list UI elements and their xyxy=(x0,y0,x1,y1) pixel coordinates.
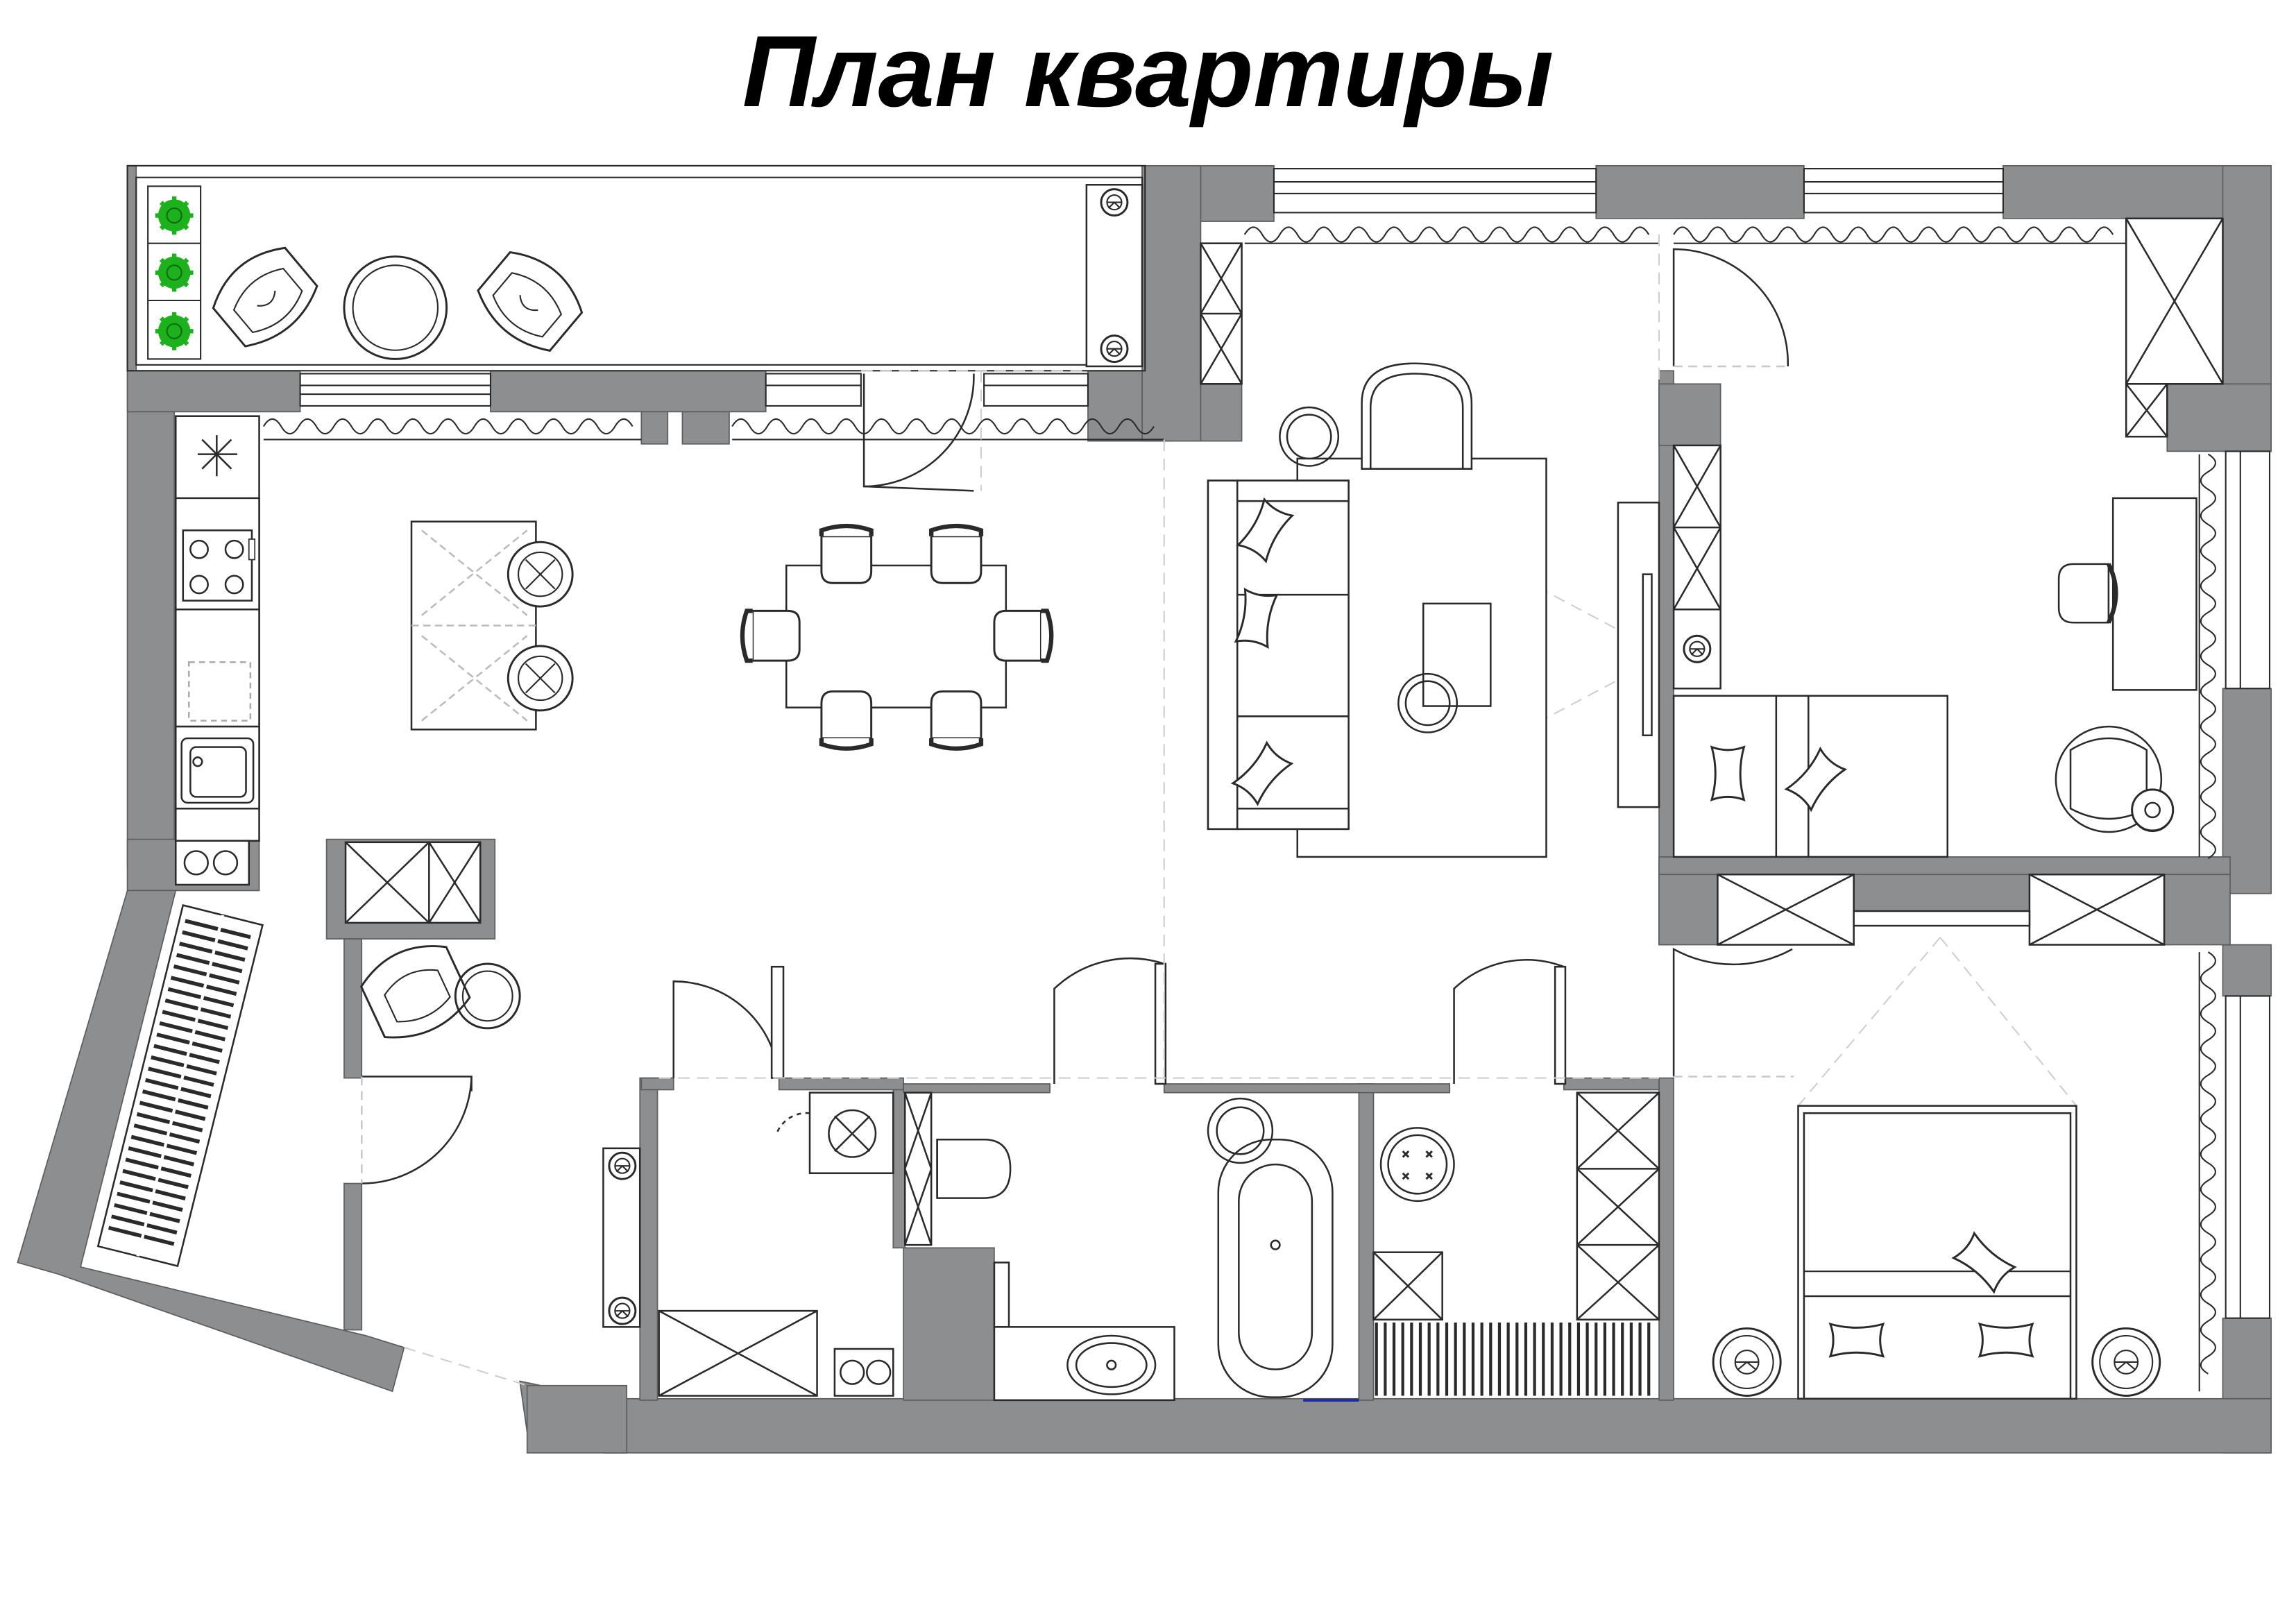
chair-icon xyxy=(931,526,981,583)
armchair-icon xyxy=(1361,362,1473,470)
wardrobe-icon xyxy=(1717,873,2166,946)
radiator-icon xyxy=(602,1147,641,1328)
cooktop-icon xyxy=(182,529,256,602)
piano-icon xyxy=(96,904,264,1268)
pillow-icon xyxy=(1829,1323,1885,1358)
nightstand-icon xyxy=(2091,1327,2161,1397)
walls xyxy=(17,164,2272,1454)
wardrobe-icon xyxy=(1672,444,1721,690)
chair-icon xyxy=(994,611,1051,661)
laundry-room xyxy=(602,1091,894,1397)
wardrobe-icon xyxy=(2125,217,2224,438)
side-table-icon xyxy=(454,962,521,1030)
radiator-icon xyxy=(1085,184,1143,368)
bar-stool-icon xyxy=(507,541,574,608)
wardrobe-icon xyxy=(1200,242,1243,385)
page-title: План квартиры xyxy=(742,15,1554,128)
chair-icon xyxy=(822,526,871,583)
fridge-icon xyxy=(197,435,237,477)
chair-icon xyxy=(742,611,799,661)
balcony xyxy=(147,184,1143,368)
chair-icon xyxy=(822,691,871,748)
pouf-icon xyxy=(1379,1127,1455,1203)
master-bedroom xyxy=(1712,873,2166,1400)
toilet-icon xyxy=(936,1138,1012,1199)
shelf-icon xyxy=(903,1091,933,1246)
armchair-icon xyxy=(359,945,471,1039)
office-chair-icon xyxy=(2057,563,2118,624)
nightstand-icon xyxy=(1712,1327,1782,1397)
dressing-room xyxy=(1372,1091,1660,1396)
lounge-chair-icon xyxy=(212,246,318,348)
dishwasher-icon xyxy=(187,661,252,722)
bedroom-study xyxy=(1672,217,2224,858)
bathtub-icon xyxy=(1217,1138,1334,1398)
lamp-icon xyxy=(1683,634,1712,663)
clothes-rail-icon xyxy=(1375,1323,1651,1396)
round-table-icon xyxy=(343,255,448,360)
side-table-icon xyxy=(1279,406,1340,467)
tv-unit-icon xyxy=(1617,501,1660,808)
bar-stool-icon xyxy=(507,645,574,712)
bathroom xyxy=(903,1091,1359,1402)
wardrobe-icon xyxy=(1576,1091,1660,1321)
kitchen xyxy=(174,415,574,924)
sink-icon xyxy=(180,737,255,804)
windows xyxy=(126,164,2271,1319)
dining-area xyxy=(742,526,1051,749)
shower-icon xyxy=(775,1091,894,1175)
washing-machine-icon xyxy=(833,1348,894,1397)
cabinet-icon xyxy=(1372,1251,1443,1321)
oven-icon xyxy=(174,840,250,886)
living-room xyxy=(1200,242,1660,858)
curtains xyxy=(262,226,2216,1392)
lounge-chair-icon xyxy=(477,251,584,352)
coffee-table-icon xyxy=(1422,602,1492,707)
chair-icon xyxy=(931,691,981,748)
vanity-icon xyxy=(993,1326,1175,1402)
round-table-icon xyxy=(1397,672,1459,733)
pillow-icon xyxy=(1710,746,1745,801)
tall-cabinet-icon xyxy=(344,841,482,924)
cabinet-icon xyxy=(658,1309,818,1397)
sofa-icon xyxy=(1207,479,1350,831)
side-table-icon xyxy=(1207,1097,1274,1164)
desk-icon xyxy=(2111,497,2197,691)
pillow-icon xyxy=(1978,1323,2034,1358)
